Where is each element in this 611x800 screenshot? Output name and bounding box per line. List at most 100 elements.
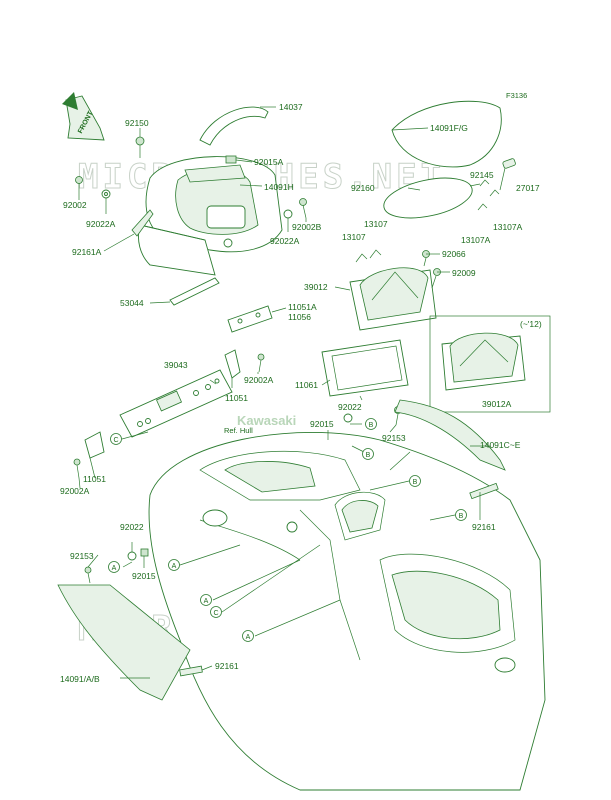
callout-a: A xyxy=(168,559,180,571)
dash-cover-part xyxy=(138,156,283,276)
part-label: 14091C~E xyxy=(480,440,521,450)
lid-part xyxy=(391,100,502,168)
svg-text:A: A xyxy=(172,563,177,570)
frame-gasket-part xyxy=(321,339,409,397)
strip-part xyxy=(131,209,154,237)
storage-bin-part xyxy=(349,250,441,331)
hinge-icon xyxy=(355,179,500,263)
part-label: 92161A xyxy=(72,247,102,257)
svg-text:B: B xyxy=(369,422,374,429)
part-label: 92002 xyxy=(63,200,87,210)
part-label: 92022 xyxy=(120,522,144,532)
svg-text:A: A xyxy=(112,565,117,572)
rod-part xyxy=(169,277,220,306)
callout-b: B xyxy=(409,475,421,487)
kawasaki-logo: Kawasaki xyxy=(237,413,296,428)
part-label: 13107A xyxy=(493,222,523,232)
part-label: 92145 xyxy=(470,170,494,180)
part-label: 14037 xyxy=(279,102,303,112)
callout-b: B xyxy=(455,509,467,521)
part-labels: 14037 92150 92015A 14091H 92002 92022A 9… xyxy=(60,102,542,684)
part-label: 11051 xyxy=(83,474,106,484)
part-label: (~'12) xyxy=(520,319,542,329)
svg-text:B: B xyxy=(459,513,464,520)
bracket-part xyxy=(227,305,273,333)
gasket-part xyxy=(383,177,473,219)
part-label: 92161 xyxy=(472,522,496,532)
part-label: 92066 xyxy=(442,249,466,259)
ref-hull-label: Ref. Hull xyxy=(224,426,253,435)
part-label: 14091/A/B xyxy=(60,674,100,684)
bracket-part xyxy=(84,431,105,459)
strip-part xyxy=(179,665,203,677)
svg-text:B: B xyxy=(366,452,371,459)
part-label: 92015 xyxy=(310,419,334,429)
inset-frame xyxy=(429,315,551,413)
left-panel-part xyxy=(57,584,191,701)
part-label: 92022A xyxy=(270,236,300,246)
leader-lines xyxy=(78,106,506,679)
bolt-icon xyxy=(73,458,81,479)
bolt-icon xyxy=(75,176,83,196)
part-label: 92160 xyxy=(351,183,375,193)
part-label: 39012 xyxy=(304,282,328,292)
nut-icon xyxy=(140,548,149,557)
washer-icon xyxy=(343,413,353,423)
callout-a: A xyxy=(242,630,254,642)
part-label: 92015 xyxy=(132,571,156,581)
bolt-icon xyxy=(299,198,307,219)
part-label: 92153 xyxy=(382,433,406,443)
washer-icon xyxy=(101,189,111,199)
part-label: 92022A xyxy=(86,219,116,229)
svg-text:A: A xyxy=(204,598,209,605)
part-label: 39043 xyxy=(164,360,188,370)
bolt-icon xyxy=(84,566,92,584)
part-label: 92002A xyxy=(244,375,274,385)
part-label: 92002A xyxy=(60,486,90,496)
washer-icon xyxy=(127,551,137,561)
svg-text:A: A xyxy=(246,634,251,641)
part-label: 92002B xyxy=(292,222,322,232)
part-label: 11056 xyxy=(288,312,311,322)
callout-a: A xyxy=(200,594,212,606)
part-label: 11051A xyxy=(288,302,317,312)
part-label: 13107A xyxy=(461,235,491,245)
strip-part xyxy=(469,482,499,500)
callout-a: A xyxy=(108,561,120,573)
part-label: 39012A xyxy=(482,399,512,409)
front-arrow-icon: FRONT xyxy=(62,92,105,141)
side-panel-part xyxy=(394,399,506,471)
svg-text:C: C xyxy=(113,437,118,444)
part-label: 92153 xyxy=(70,551,94,561)
callout-b: B xyxy=(362,448,374,460)
part-label: 53044 xyxy=(120,298,144,308)
hull-reference-part xyxy=(148,432,546,791)
part-label: 92161 xyxy=(215,661,239,671)
part-label: 13107 xyxy=(364,219,388,229)
svg-text:B: B xyxy=(413,479,418,486)
plate-part xyxy=(119,369,233,438)
part-label: 92022 xyxy=(338,402,362,412)
figure-code: F3136 xyxy=(506,91,527,100)
part-label: 13107 xyxy=(342,232,366,242)
callout-c: C xyxy=(110,433,122,445)
svg-text:C: C xyxy=(213,610,218,617)
callout-b: B xyxy=(365,418,377,430)
part-label: 14091H xyxy=(264,182,294,192)
part-label: 92009 xyxy=(452,268,476,278)
part-label: 27017 xyxy=(516,183,540,193)
bracket-part xyxy=(224,349,241,379)
bolt-icon xyxy=(257,353,265,373)
callout-c: C xyxy=(210,606,222,618)
storage-bin-inset-part xyxy=(441,332,526,391)
bolt-icon xyxy=(135,136,145,158)
washer-icon xyxy=(283,209,293,219)
part-label: 14091F/G xyxy=(430,123,468,133)
part-label: 11051 xyxy=(225,393,248,403)
part-label: 11061 xyxy=(295,380,318,390)
part-label: 92015A xyxy=(254,157,284,167)
clip-icon xyxy=(502,158,516,169)
clip-icon xyxy=(225,155,237,164)
top-trim-part xyxy=(199,106,269,146)
